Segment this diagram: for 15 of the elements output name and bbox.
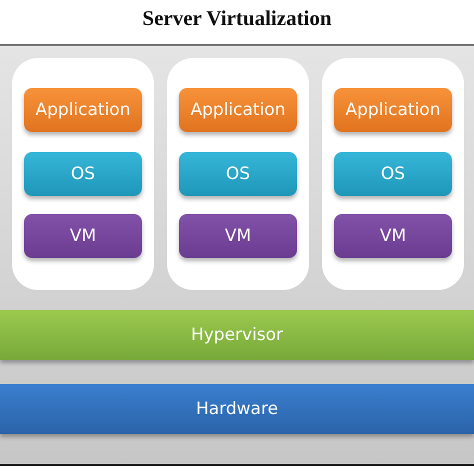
vm-container — [12, 58, 154, 290]
vm-layer: VM — [179, 214, 297, 258]
os-layer: OS — [24, 152, 142, 196]
os-layer: OS — [179, 152, 297, 196]
application-layer: Application — [334, 88, 452, 132]
vm-layer: VM — [334, 214, 452, 258]
application-layer: Application — [179, 88, 297, 132]
os-layer: OS — [334, 152, 452, 196]
hardware-layer: Hardware — [0, 384, 474, 434]
vm-layer: VM — [24, 214, 142, 258]
vm-container — [322, 58, 464, 290]
title: Server Virtualization — [141, 6, 333, 31]
application-layer: Application — [24, 88, 142, 132]
vm-container — [167, 58, 309, 290]
hypervisor-layer: Hypervisor — [0, 310, 474, 360]
